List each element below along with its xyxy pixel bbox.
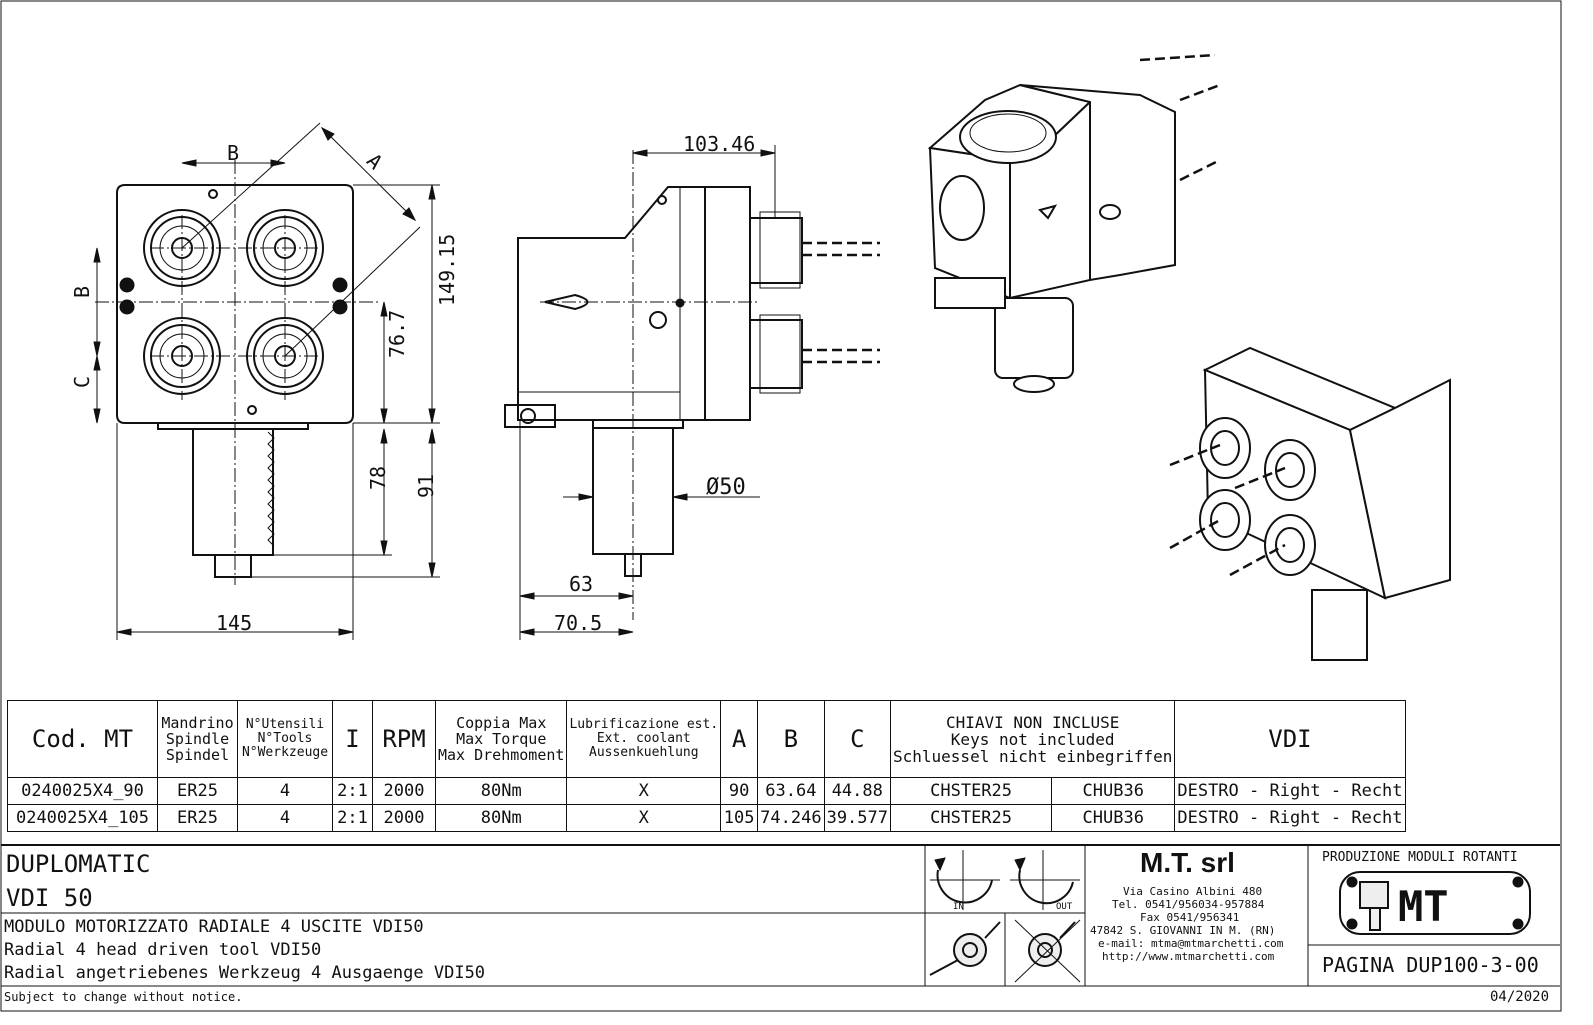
description-italian: MODULO MOTORIZZATO RADIALE 4 USCITE VDI5… xyxy=(4,917,424,937)
brand-title: DUPLOMATIC xyxy=(6,850,151,878)
mt-logo: MT xyxy=(1339,871,1531,935)
isometric-view-bottom xyxy=(1169,346,1451,661)
dim-diameter-50: Ø50 xyxy=(706,475,746,500)
dim-103-46: 103.46 xyxy=(683,132,755,156)
header-vdi: VDI xyxy=(1174,700,1406,778)
rotation-in-label: IN xyxy=(953,902,964,912)
company-address: Via Casino Albini 480 xyxy=(1123,885,1263,898)
header-cod-mt: Cod. MT xyxy=(7,700,158,778)
title-block-frame xyxy=(1,844,1560,987)
dim-78: 78 xyxy=(366,466,390,490)
dim-c-left: C xyxy=(70,376,94,388)
dim-76-7: 76.7 xyxy=(385,310,409,358)
dim-149-15: 149.15 xyxy=(435,234,459,306)
dim-63: 63 xyxy=(569,572,593,596)
company-name: M.T. srl xyxy=(1140,847,1235,878)
side-view xyxy=(504,145,880,640)
company-city: 47842 S. GIOVANNI IN M. (RN) xyxy=(1090,924,1276,937)
rotation-out-label: OUT xyxy=(1056,902,1073,912)
footer-notice: Subject to change without notice. xyxy=(4,990,243,1004)
wrench-icons xyxy=(929,919,1081,983)
specs-table: Cod. MT Mandrino Spindle Spindel N°Utens… xyxy=(7,700,1406,832)
company-fax: Fax 0541/956341 xyxy=(1140,911,1240,924)
specs-header-row: Cod. MT Mandrino Spindle Spindel N°Utens… xyxy=(7,700,1406,778)
header-rpm: RPM xyxy=(372,700,436,778)
model-title: VDI 50 xyxy=(6,884,93,912)
company-website: http://www.mtmarchetti.com xyxy=(1102,950,1275,963)
table-row: 0240025X4_105 ER25 4 2:1 2000 80Nm X 105… xyxy=(7,804,1406,832)
dim-a: A xyxy=(362,149,387,174)
dim-b-left: B xyxy=(70,286,94,298)
dim-91: 91 xyxy=(414,474,438,498)
mt-logo-text: MT xyxy=(1398,882,1449,931)
isometric-view-top xyxy=(927,53,1221,393)
table-row: 0240025X4_90 ER25 4 2:1 2000 80Nm X 90 6… xyxy=(7,777,1406,805)
dim-b-top: B xyxy=(227,141,239,165)
header-c: C xyxy=(823,700,892,778)
header-tools: N°Utensili N°Tools N°Werkzeuge xyxy=(237,700,333,778)
front-view xyxy=(93,122,440,640)
company-email: e-mail: mtma@mtmarchetti.com xyxy=(1098,937,1284,950)
header-spindle: Mandrino Spindle Spindel xyxy=(157,700,238,778)
footer-date: 04/2020 xyxy=(1490,989,1550,1005)
company-tel: Tel. 0541/956034-957884 xyxy=(1112,898,1265,911)
dim-145: 145 xyxy=(216,611,252,635)
dim-70-5: 70.5 xyxy=(554,611,602,635)
header-a: A xyxy=(720,700,759,778)
page-code: PAGINA DUP100-3-00 xyxy=(1322,953,1539,977)
header-coolant: Lubrificazione est. Ext. coolant Aussenk… xyxy=(566,700,722,778)
rotation-symbols: IN OUT xyxy=(930,850,1080,912)
page-border xyxy=(0,0,1562,1012)
header-keys: CHIAVI NON INCLUSE Keys not included Sch… xyxy=(889,700,1176,778)
production-label: PRODUZIONE MODULI ROTANTI xyxy=(1322,850,1518,865)
header-b: B xyxy=(757,700,825,778)
header-torque: Coppia Max Max Torque Max Drehmoment xyxy=(434,700,568,778)
description-english: Radial 4 head driven tool VDI50 xyxy=(4,940,322,960)
description-german: Radial angetriebenes Werkzeug 4 Ausgaeng… xyxy=(4,963,486,983)
header-ratio: I xyxy=(332,700,373,778)
